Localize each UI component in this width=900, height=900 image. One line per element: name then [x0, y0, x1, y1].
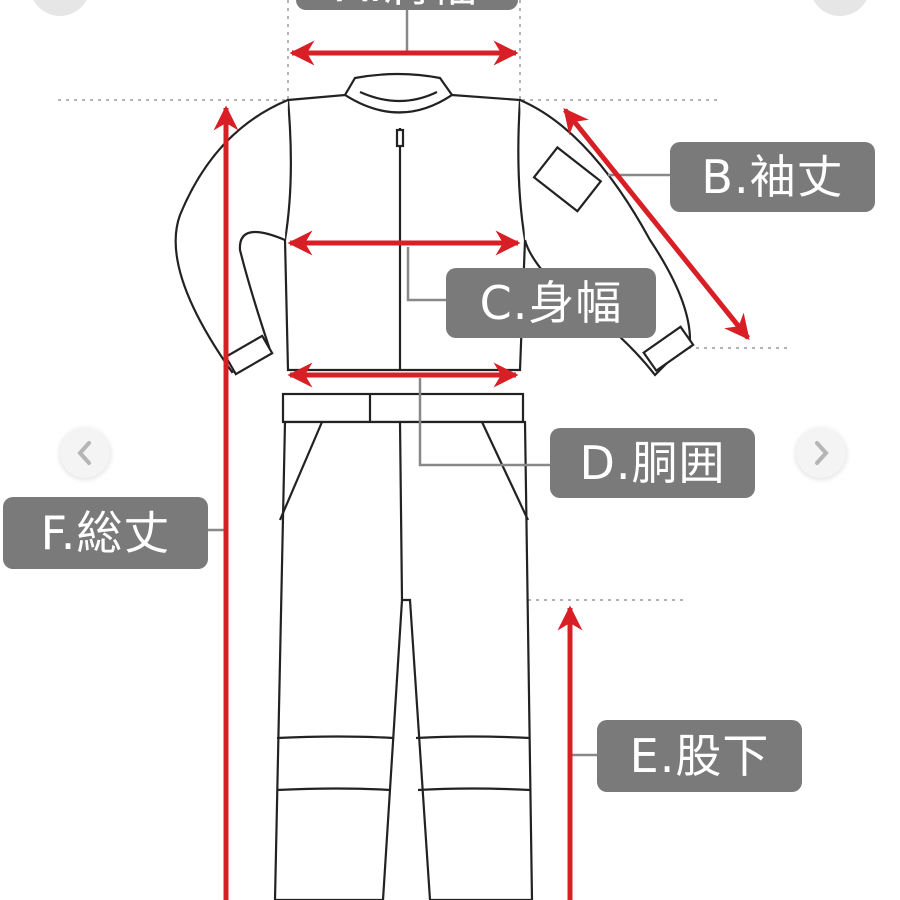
prev-image-button[interactable] — [60, 428, 110, 478]
chevron-right-icon — [815, 441, 829, 465]
label-waist: D.胴囲 — [550, 428, 755, 498]
label-sleeve-length: B.袖丈 — [670, 142, 875, 212]
label-shoulder-width: A.肩幅 — [296, 0, 518, 10]
chevron-left-icon — [77, 441, 91, 465]
label-chest-width: C.身幅 — [446, 268, 656, 338]
arrow-sleeve-length — [563, 108, 750, 340]
label-total-length: F.総丈 — [3, 497, 208, 569]
measurement-arrows — [287, 40, 750, 388]
label-inseam: E.股下 — [597, 720, 802, 792]
garment-outline — [174, 72, 695, 900]
next-image-button[interactable] — [796, 428, 846, 478]
